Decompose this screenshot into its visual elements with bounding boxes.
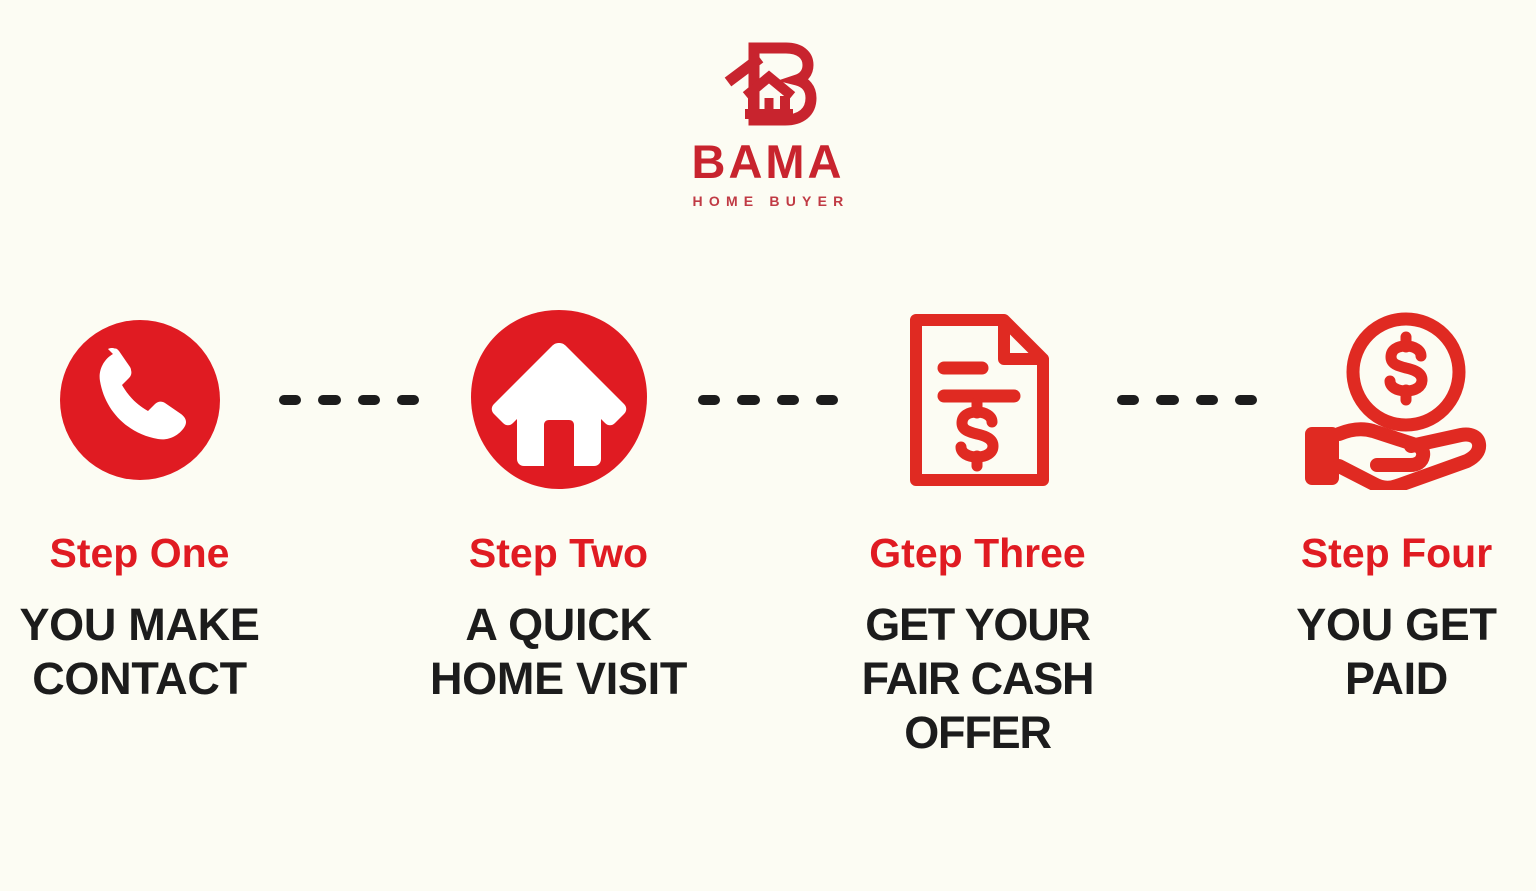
connector-dash (1117, 395, 1140, 405)
connector-dash (1234, 395, 1257, 405)
step-four-title: YOU GET PAID (1296, 599, 1497, 704)
connector-dash (815, 395, 838, 405)
connector-dash (279, 395, 302, 405)
step-two-icon-wrap (468, 305, 650, 495)
connector-three-four (1117, 305, 1257, 495)
connector-dash (1156, 395, 1179, 405)
connector-dash (1195, 395, 1218, 405)
document-dollar-icon (909, 314, 1049, 486)
step-two-title: A QUICK HOME VISIT (429, 599, 688, 704)
step-three-icon-wrap (904, 305, 1052, 495)
phone-icon (59, 320, 220, 480)
steps-row: Step One YOU MAKE CONTACT Step Two A QUI… (0, 305, 1536, 760)
step-one-title: YOU MAKE CONTACT (19, 599, 260, 704)
connector-two-three (698, 305, 838, 495)
connector-one-two (279, 305, 419, 495)
step-item-four: Step Four YOU GET PAID (1257, 305, 1536, 706)
connector-dash (396, 395, 419, 405)
connector-dash (698, 395, 721, 405)
step-one-icon-wrap (58, 305, 222, 495)
step-one-eyebrow: Step One (49, 530, 230, 576)
step-four-icon-wrap (1301, 305, 1493, 495)
connector-dash (318, 395, 341, 405)
bama-b-house-logo-icon (724, 42, 817, 126)
step-two-eyebrow: Step Two (468, 530, 649, 576)
step-three-title: GET YOUR FAIR CASH OFFER (861, 599, 1095, 758)
brand-tagline: HOME BUYER (692, 193, 850, 209)
brand-logo-block: BAMA HOME BUYER (0, 40, 1536, 208)
house-icon (470, 310, 647, 489)
step-four-eyebrow: Step Four (1300, 530, 1493, 576)
step-three-eyebrow: Gtep Three (869, 530, 1086, 576)
hand-coin-icon (1304, 312, 1486, 490)
connector-dash (737, 395, 760, 405)
connector-dash (776, 395, 799, 405)
connector-dash (357, 395, 380, 405)
step-item-one: Step One YOU MAKE CONTACT (0, 305, 279, 706)
step-item-two: Step Two A QUICK HOME VISIT (419, 305, 698, 706)
brand-wordmark: BAMA (691, 135, 845, 188)
step-item-three: Gtep Three GET YOUR FAIR CASH OFFER (838, 305, 1117, 760)
